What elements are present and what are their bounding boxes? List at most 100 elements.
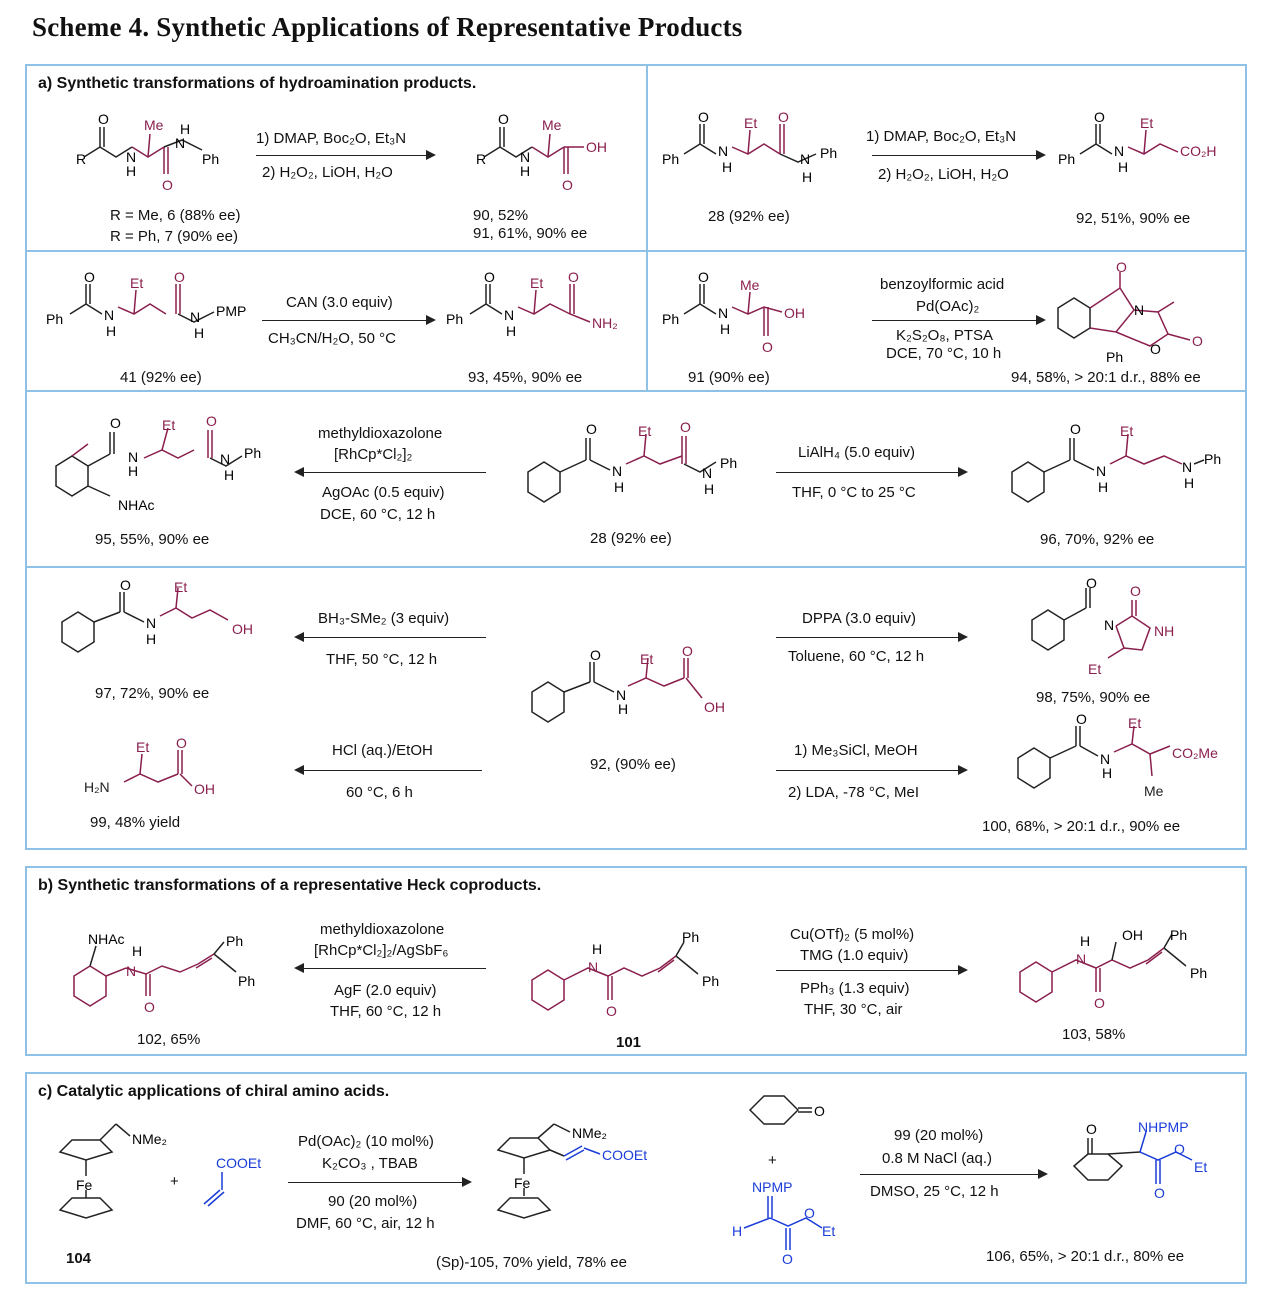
alcohol-97-structure: O N H Et OH (61, 577, 253, 653)
atom-et: Et (174, 579, 187, 595)
atom-o: O (778, 109, 789, 125)
label-90: 90, 52% (473, 207, 529, 224)
scheme-title: Scheme 4. Synthetic Applications of Repr… (32, 12, 743, 42)
atom-o: O (1070, 421, 1081, 437)
atom-o: O (174, 269, 185, 285)
atom-o: O (568, 269, 579, 285)
atom-oh: OH (1122, 927, 1143, 943)
atom-oh: OH (586, 139, 607, 155)
atom-et: Et (130, 275, 143, 291)
atom-h: H (614, 479, 624, 495)
atom-h: H (618, 701, 628, 717)
atom-h: H (194, 325, 204, 341)
atom-o: O (484, 269, 495, 285)
atom-o: O (498, 111, 509, 127)
cond-c1-line1: Pd(OAc)₂ (10 mol%) (298, 1133, 434, 1150)
atom-nh: NH (1154, 623, 1174, 639)
panel-c (25, 1072, 1247, 1284)
amide-95-structure: O N H Et O N H Ph NHAc (55, 413, 261, 513)
amine-96-structure: O N H Et N H Ph (1011, 421, 1221, 503)
cond-r6-ul-line2: THF, 50 °C, 12 h (326, 651, 438, 668)
reaction-arrow (288, 1177, 472, 1187)
label-91: 91, 61%, 90% ee (473, 225, 588, 242)
cond-b-left-line4: THF, 60 °C, 12 h (330, 1003, 442, 1020)
atom-o: O (110, 415, 121, 431)
imino-ester-structure: NPMP H O O Et (732, 1179, 835, 1267)
atom-o: O (176, 735, 187, 751)
reaction-arrow (860, 1169, 1048, 1179)
atom-o: O (586, 421, 597, 437)
atom-o: O (804, 1205, 815, 1221)
cond-b-left-line1: methyldioxazolone (320, 921, 445, 938)
cond-c2-line2: 0.8 M NaCl (aq.) (882, 1150, 993, 1167)
cond-r4-line1: benzoylformic acid (880, 276, 1005, 293)
reaction-arrow (294, 765, 482, 775)
atom-o: O (698, 269, 709, 285)
atom-ph: Ph (1204, 451, 1221, 467)
label-105: (Sp)-105, 70% yield, 78% ee (436, 1254, 627, 1271)
reaction-arrow (776, 467, 968, 477)
atom-et: Et (1088, 661, 1101, 677)
atom-ph: Ph (820, 145, 837, 161)
atom-ph: Ph (1190, 965, 1207, 981)
atom-o: O (606, 1003, 617, 1019)
cond-b-left-line3: AgF (2.0 equiv) (334, 982, 437, 999)
amide-28-structure: Ph O N H Et O N H Ph (662, 109, 837, 185)
ferrocene-104-structure: NMe₂ Fe (58, 1123, 167, 1219)
atom-o: O (120, 577, 131, 593)
cond-r3-line1: CAN (3.0 equiv) (286, 294, 393, 311)
label-95: 95, 55%, 90% ee (95, 531, 210, 548)
label-7: R = Ph, 7 (90% ee) (110, 228, 238, 245)
atom-h: H (1118, 159, 1128, 175)
atom-nhpmp: NHPMP (1138, 1119, 1189, 1135)
cond-r1-line2: 2) H₂O₂, LiOH, H₂O (262, 164, 393, 181)
atom-n: N (1100, 751, 1110, 767)
anilide-101-structure: H N O Ph Ph (531, 929, 719, 1019)
cond-r5-right-line2: THF, 0 °C to 25 °C (792, 484, 916, 501)
atom-o: O (1094, 995, 1105, 1011)
atom-o: O (1154, 1185, 1165, 1201)
acid-91-structure: Ph O N H Me O OH (662, 269, 805, 355)
atom-ph: Ph (702, 973, 719, 989)
atom-h: H (722, 159, 732, 175)
atom-n: N (220, 451, 230, 467)
atom-h: H (1098, 479, 1108, 495)
acid-92-structure: Ph O N H Et CO₂H (1058, 109, 1217, 175)
atom-r: R (476, 151, 486, 167)
atom-o: O (562, 177, 573, 193)
atom-n: N (1096, 463, 1106, 479)
atom-n: N (1134, 302, 1144, 318)
atom-h: H (1184, 475, 1194, 491)
panel-a-divider-v2 (646, 252, 648, 392)
label-100: 100, 68%, > 20:1 d.r., 90% ee (982, 818, 1181, 835)
atom-o: O (680, 419, 691, 435)
atom-n: N (126, 149, 136, 165)
atom-nme2: NMe₂ (572, 1125, 607, 1141)
panel-b (25, 866, 1247, 1056)
atom-o: O (1094, 109, 1105, 125)
atom-me: Me (542, 117, 562, 133)
cond-r6-lr-line2: 2) LDA, -78 °C, MeI (788, 784, 920, 801)
cond-c2-line3: DMSO, 25 °C, 12 h (870, 1183, 999, 1200)
acid-90-91-structure: R O N H Me O OH (476, 111, 607, 193)
cond-r4-line3: K₂S₂O₈, PTSA (896, 327, 994, 344)
atom-h: H (802, 169, 812, 185)
atom-o: O (682, 643, 693, 659)
atom-n: N (1114, 143, 1124, 159)
atom-n: N (126, 963, 136, 979)
reaction-arrow (294, 467, 486, 477)
atom-h: H (132, 943, 142, 959)
plus-sign: + (170, 1173, 179, 1190)
cond-b-right-line4: THF, 30 °C, air (804, 1001, 903, 1018)
cond-b-left-line2: [RhCp*Cl₂]₂/AgSbF₆ (314, 942, 449, 959)
atom-o: O (762, 339, 773, 355)
ester-100-structure: O N H Et CO₂Me Me (1017, 711, 1218, 799)
atom-ph: Ph (46, 311, 63, 327)
atom-et: Et (1194, 1159, 1207, 1175)
ferrocene-105-structure: NMe₂ COOEt Fe (496, 1123, 647, 1219)
atom-n: N (702, 465, 712, 481)
cond-r2-line2: 2) H₂O₂, LiOH, H₂O (878, 166, 1009, 183)
cond-r6-lr-line1: 1) Me₃SiCl, MeOH (794, 742, 918, 759)
label-106: 106, 65%, > 20:1 d.r., 80% ee (986, 1248, 1185, 1265)
cond-c1-line2: K₂CO₃ , TBAB (322, 1155, 418, 1172)
